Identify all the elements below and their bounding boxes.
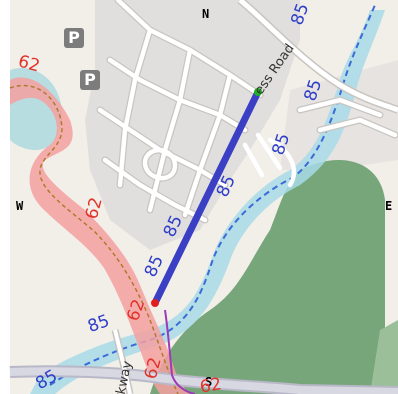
streets bbox=[97, 0, 297, 223]
parkway bbox=[113, 329, 132, 394]
route-62-label: 62 bbox=[15, 51, 42, 77]
path-62 bbox=[9, 84, 179, 394]
compass-east: E bbox=[385, 199, 393, 213]
compass-south: S bbox=[205, 375, 213, 389]
parking-icon[interactable]: P bbox=[64, 28, 84, 48]
track-end-marker[interactable] bbox=[151, 299, 159, 307]
red-corridor bbox=[10, 77, 190, 394]
parking-icon[interactable]: P bbox=[80, 70, 100, 90]
compass-north: N bbox=[202, 7, 210, 21]
forest-area bbox=[150, 160, 385, 394]
forest-area-small bbox=[370, 320, 398, 394]
left-margin bbox=[0, 0, 10, 394]
road-upper-right bbox=[238, 0, 398, 113]
gps-track[interactable] bbox=[151, 88, 262, 307]
track-start-marker[interactable] bbox=[254, 88, 262, 96]
compass-west: W bbox=[16, 199, 24, 213]
highway bbox=[9, 367, 398, 394]
route-62-label: 62 bbox=[198, 374, 224, 394]
east-streets bbox=[297, 97, 398, 138]
purple-path bbox=[164, 309, 196, 394]
